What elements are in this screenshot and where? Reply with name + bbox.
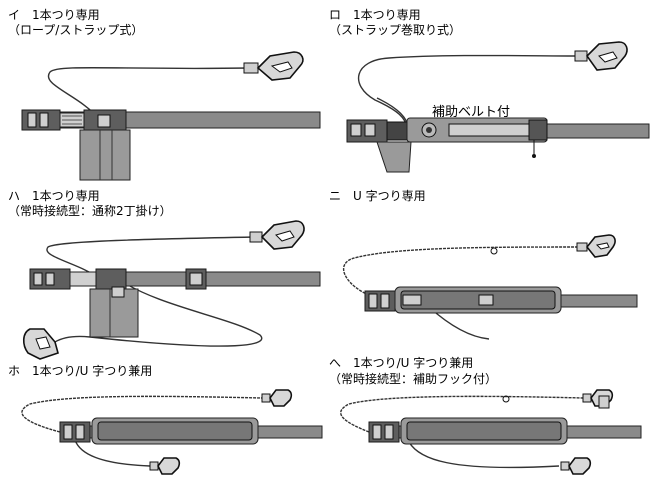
panel-ro-annotation: 補助ベルト付 [432,105,511,120]
panel-ho: ホ 1本つり/U 字つり兼用 [0,334,329,501]
panel-ho-title: ホ 1本つり/U 字つり兼用 [8,364,153,378]
panel-i: イ 1本つり専用 （ロープ/ストラップ式） [0,0,329,181]
harness-diagram-ha [22,220,321,360]
panel-ro: ロ 1本つり専用 （ストラップ巻取り式） 補助ベルト付 [329,0,658,173]
panel-ni-title: ニ U 字つり専用 [329,189,426,203]
panel-he: へ 1本つり/U 字つり兼用 （常時接続型：補助フック付） [329,334,658,501]
harness-diagram-ni [342,234,638,340]
panel-ha-title: ハ 1本つり専用 [8,189,100,203]
panel-ha-subtitle: （常時接続型：通称2丁掛け） [8,204,172,218]
harness-diagram-he [340,389,642,475]
panel-ro-title: ロ 1本つり専用 [329,8,421,22]
panel-he-subtitle: （常時接続型：補助フック付） [329,372,498,386]
harness-diagram-ro [346,41,650,173]
panel-ha: ハ 1本つり専用 （常時接続型：通称2丁掛け） [0,167,329,360]
panel-ro-subtitle: （ストラップ巻取り式） [329,23,462,37]
harness-diagram-ho [21,389,323,475]
panel-i-title: イ 1本つり専用 [8,8,100,22]
panel-ni: ニ U 字つり専用 [329,167,658,340]
harness-diagram-i [21,51,321,181]
panel-he-title: へ 1本つり/U 字つり兼用 [329,356,474,370]
panel-i-subtitle: （ロープ/ストラップ式） [8,23,144,37]
